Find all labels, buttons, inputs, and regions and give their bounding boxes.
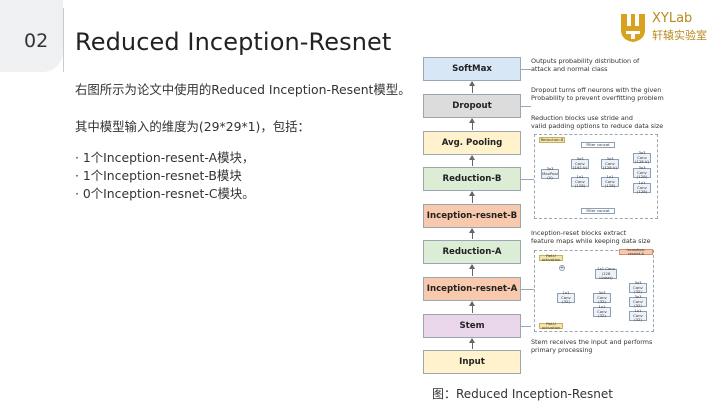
conv-box: 1x1 Conv(128) bbox=[601, 175, 619, 188]
detail-connector bbox=[521, 179, 534, 180]
xylab-logo: XYLab 轩辕实验室 bbox=[618, 10, 710, 44]
inception-resnet-a-block: Inception-resnet-A bbox=[423, 277, 521, 301]
dropout-note: Dropout turns off neurons with the given… bbox=[531, 86, 664, 102]
reduction-a-block: Reduction-A bbox=[423, 240, 521, 264]
relu-box: ReLU activation bbox=[539, 321, 563, 330]
softmax-block: SoftMax bbox=[423, 57, 521, 81]
add-node: + bbox=[559, 264, 565, 271]
relu-box: ReLU activation bbox=[539, 253, 563, 262]
input-dimension-paragraph: 其中模型输入的维度为(29*29*1)，包括： bbox=[75, 119, 310, 134]
flow-arrow bbox=[469, 301, 475, 313]
slide-number-tab bbox=[0, 0, 63, 72]
reduction-b-block: Reduction-B bbox=[423, 167, 521, 191]
conv-box: 1x1 Conv(128) bbox=[633, 181, 651, 194]
detail-connector bbox=[521, 289, 534, 290]
stem-block: Stem bbox=[423, 314, 521, 338]
inception-resnet-a-detail: Inception-resnet-A ReLU activation + 1x1… bbox=[534, 247, 654, 332]
note-connector bbox=[521, 106, 531, 107]
reduction-b-detail: Reduction-B Filter concat 3x3 MaxPool(V)… bbox=[534, 134, 658, 219]
note-connector bbox=[521, 69, 531, 70]
detail-tag: Reduction-B bbox=[539, 136, 565, 143]
flow-arrow bbox=[469, 155, 475, 166]
detail-tag: Inception-resnet-A bbox=[619, 247, 653, 256]
header-divider bbox=[63, 8, 64, 72]
xylab-logo-icon bbox=[621, 14, 645, 42]
figure-caption: 图：Reduced Inception-Resnet bbox=[432, 387, 614, 401]
slide-number: 02 bbox=[24, 30, 49, 52]
conv-box: 3x3 Conv(128 V) bbox=[601, 156, 619, 171]
linear-conv-box: 1x1 Conv(128 Linear) bbox=[595, 267, 617, 280]
module-list: · 1个Inception-resent-A模块， · 1个Inception-… bbox=[75, 149, 255, 203]
flow-arrow bbox=[469, 191, 475, 203]
description-paragraph: 右图所示为论文中使用的Reduced Inception-Resent模型。 bbox=[75, 82, 411, 97]
conv-box: 3x3 Conv(128) bbox=[633, 166, 651, 179]
slide-title: Reduced Inception-Resnet bbox=[75, 28, 392, 56]
flow-arrow bbox=[469, 118, 475, 130]
conv-box: 1x1 Conv(32) bbox=[629, 309, 647, 322]
conv-box: 3x3 Conv(32) bbox=[629, 281, 647, 294]
flow-arrow bbox=[469, 338, 475, 349]
dropout-block: Dropout bbox=[423, 94, 521, 118]
conv-box: 3x3 Conv(128 V) bbox=[633, 150, 651, 165]
note-connector bbox=[521, 326, 531, 327]
filter-concat-box: Filter concat bbox=[581, 142, 615, 148]
flow-arrow bbox=[469, 81, 475, 93]
conv-box: 3x3 Conv(32) bbox=[593, 291, 611, 304]
list-item: · 1个Inception-resnet-B模块 bbox=[75, 168, 242, 183]
conv-box: 1x1 Conv(32) bbox=[557, 291, 575, 304]
flow-arrow bbox=[469, 264, 475, 276]
flow-arrow bbox=[469, 228, 475, 239]
conv-box: 3x3 Conv(32) bbox=[629, 295, 647, 308]
filter-concat-box: Filter concat bbox=[581, 208, 615, 214]
conv-box: 1x1 Conv(128) bbox=[571, 175, 589, 188]
architecture-diagram: SoftMax Dropout Avg. Pooling Reduction-B… bbox=[420, 50, 670, 380]
conv-box: 1x1 Conv(32) bbox=[593, 305, 611, 318]
avg-pooling-block: Avg. Pooling bbox=[423, 131, 521, 155]
input-block: Input bbox=[423, 350, 521, 374]
conv-box: 3x3 Conv(192 V) bbox=[571, 156, 589, 171]
logo-brand: XYLab bbox=[652, 11, 693, 26]
logo-brand-cn: 轩辕实验室 bbox=[652, 29, 707, 42]
maxpool-box: 3x3 MaxPool(V) bbox=[541, 166, 559, 181]
inception-resnet-b-block: Inception-resnet-B bbox=[423, 204, 521, 228]
list-item: · 0个Inception-resnet-C模块。 bbox=[75, 186, 255, 201]
list-item: · 1个Inception-resent-A模块， bbox=[75, 150, 255, 165]
